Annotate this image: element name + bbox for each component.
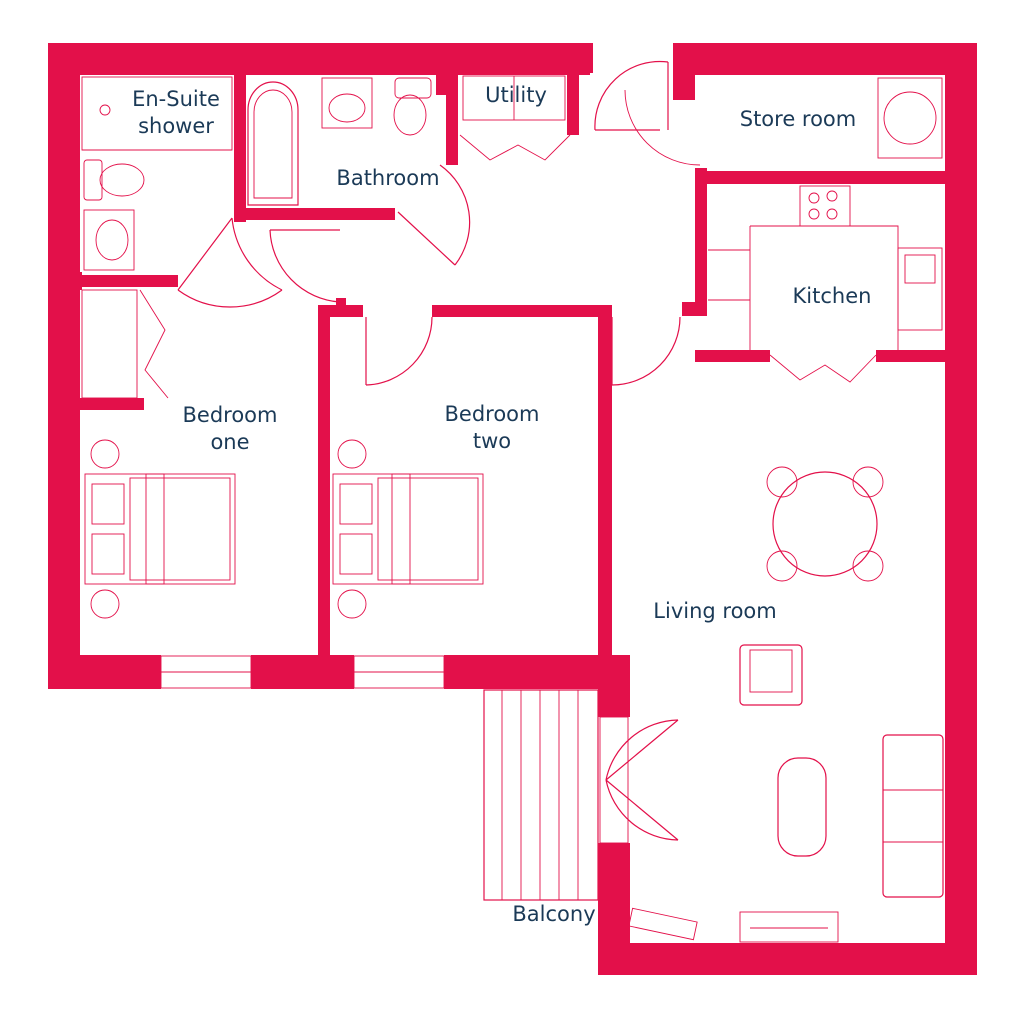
wall [598, 305, 612, 657]
bathtub-icon [247, 81, 299, 206]
wall [695, 168, 707, 308]
door-swing-icon [624, 89, 701, 166]
kitchen-worktop [708, 225, 899, 350]
double-bed-icon [84, 439, 236, 619]
door-swing-icon [269, 229, 341, 303]
wall [682, 302, 707, 316]
sink-icon [83, 209, 135, 271]
wall [336, 298, 346, 308]
door-swing-icon [459, 134, 571, 161]
room-label-balcony: Balcony [512, 902, 596, 926]
wall [48, 272, 82, 290]
door-swing-icon [611, 316, 681, 386]
wall [585, 43, 593, 73]
wall [48, 655, 161, 689]
wall [673, 43, 977, 75]
wall [446, 75, 458, 165]
sofa-icon [882, 734, 944, 898]
room-label-bedroom-two: Bedroom two [444, 402, 540, 453]
door-swing-icon [139, 289, 169, 399]
room-label-utility: Utility [485, 83, 547, 107]
kitchen-sink-icon [897, 247, 943, 331]
wall [234, 208, 346, 220]
wall [598, 943, 977, 975]
door-swing-icon [365, 316, 433, 386]
fixtures [81, 75, 944, 943]
wall [876, 350, 947, 362]
wall [48, 43, 590, 75]
wall [234, 75, 246, 222]
wall [945, 43, 977, 975]
door-swing-icon [397, 164, 471, 266]
wall [432, 305, 612, 317]
wall [80, 275, 178, 287]
room-label-living-room: Living room [653, 599, 777, 623]
toilet-icon [83, 159, 145, 201]
wall [48, 398, 144, 410]
wall [251, 655, 354, 689]
shower-icon [81, 76, 233, 151]
armchair-icon [739, 644, 803, 706]
room-label-ensuite: En-Suite shower [132, 87, 220, 138]
wall [598, 843, 630, 975]
washing-machine-icon [462, 75, 566, 121]
wall [673, 75, 695, 100]
wall [695, 350, 770, 362]
walls [48, 43, 977, 975]
coffee-table-icon [777, 757, 827, 857]
wall [598, 655, 630, 717]
door-swing-icon [769, 354, 877, 383]
side-unit [628, 907, 698, 941]
dining-table-icon [766, 466, 884, 582]
door-swing-icon [177, 217, 283, 308]
door-swing-icon [605, 719, 679, 781]
window [599, 716, 629, 844]
wall [318, 305, 363, 317]
wall [695, 171, 947, 184]
wall [343, 208, 395, 220]
toilet-icon [393, 77, 432, 136]
door-swing-icon [594, 60, 669, 131]
tv-unit-icon [739, 911, 839, 943]
room-label-bedroom-one: Bedroom one [182, 403, 278, 454]
hob-icon [799, 185, 851, 227]
sink-icon [321, 77, 373, 129]
room-label-bathroom: Bathroom [336, 166, 440, 190]
wardrobe [81, 289, 138, 399]
door-swings [139, 60, 877, 844]
room-label-kitchen: Kitchen [792, 284, 872, 308]
wall [567, 75, 579, 135]
double-bed-icon [332, 439, 484, 619]
balcony-decking [483, 689, 599, 901]
washing-machine-icon [877, 77, 943, 159]
door-swing-icon [605, 779, 679, 841]
wall [48, 43, 80, 689]
wall [318, 305, 330, 657]
room-label-store-room: Store room [739, 107, 857, 131]
